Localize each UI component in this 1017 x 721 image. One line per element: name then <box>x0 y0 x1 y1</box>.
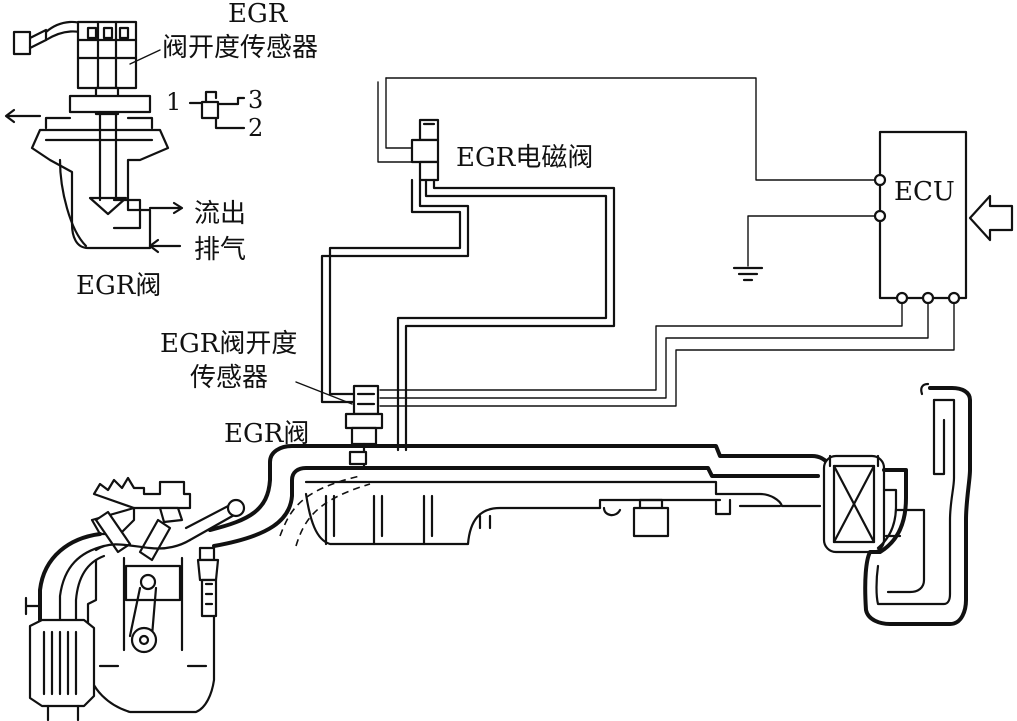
intake-manifold <box>208 382 972 626</box>
sensor-leader-line <box>295 381 353 405</box>
egr-sensor-label-line1: EGR阀开度 <box>160 329 297 359</box>
egr-top-label-line1: EGR <box>228 0 289 29</box>
exhaust-label: 排气 <box>194 235 246 265</box>
ecu-box <box>873 130 968 305</box>
egr-sensor-label-line2: 传感器 <box>190 363 268 393</box>
connector-plug-icon <box>12 20 94 56</box>
outflow-label: 流出 <box>194 199 246 229</box>
engine-cylinder-head <box>86 476 246 714</box>
ecu-input-arrow-icon <box>968 194 1014 242</box>
egr-top-label-line2: 阀开度传感器 <box>162 33 318 63</box>
pin-3-label: 3 <box>248 86 263 114</box>
egr-solenoid-label: EGR电磁阀 <box>456 143 593 173</box>
pin-1-label: 1 <box>166 88 181 116</box>
solenoid-signal-wires <box>377 77 875 181</box>
vacuum-hoses <box>320 178 616 452</box>
ecu-label: ECU <box>894 177 955 207</box>
sensor-signal-wires <box>379 302 955 407</box>
pin-2-label: 2 <box>248 114 263 142</box>
center-egr-valve-icon <box>344 384 384 468</box>
ground-icon <box>732 215 875 282</box>
egr-valve-detail <box>4 20 246 254</box>
sensor-pin-schematic <box>188 90 246 130</box>
valve-body-icon <box>30 94 170 250</box>
egr-valve-left-label: EGR阀 <box>76 271 161 301</box>
egr-solenoid-icon <box>410 118 440 182</box>
exhaust-pipe-catalyst <box>24 532 106 721</box>
